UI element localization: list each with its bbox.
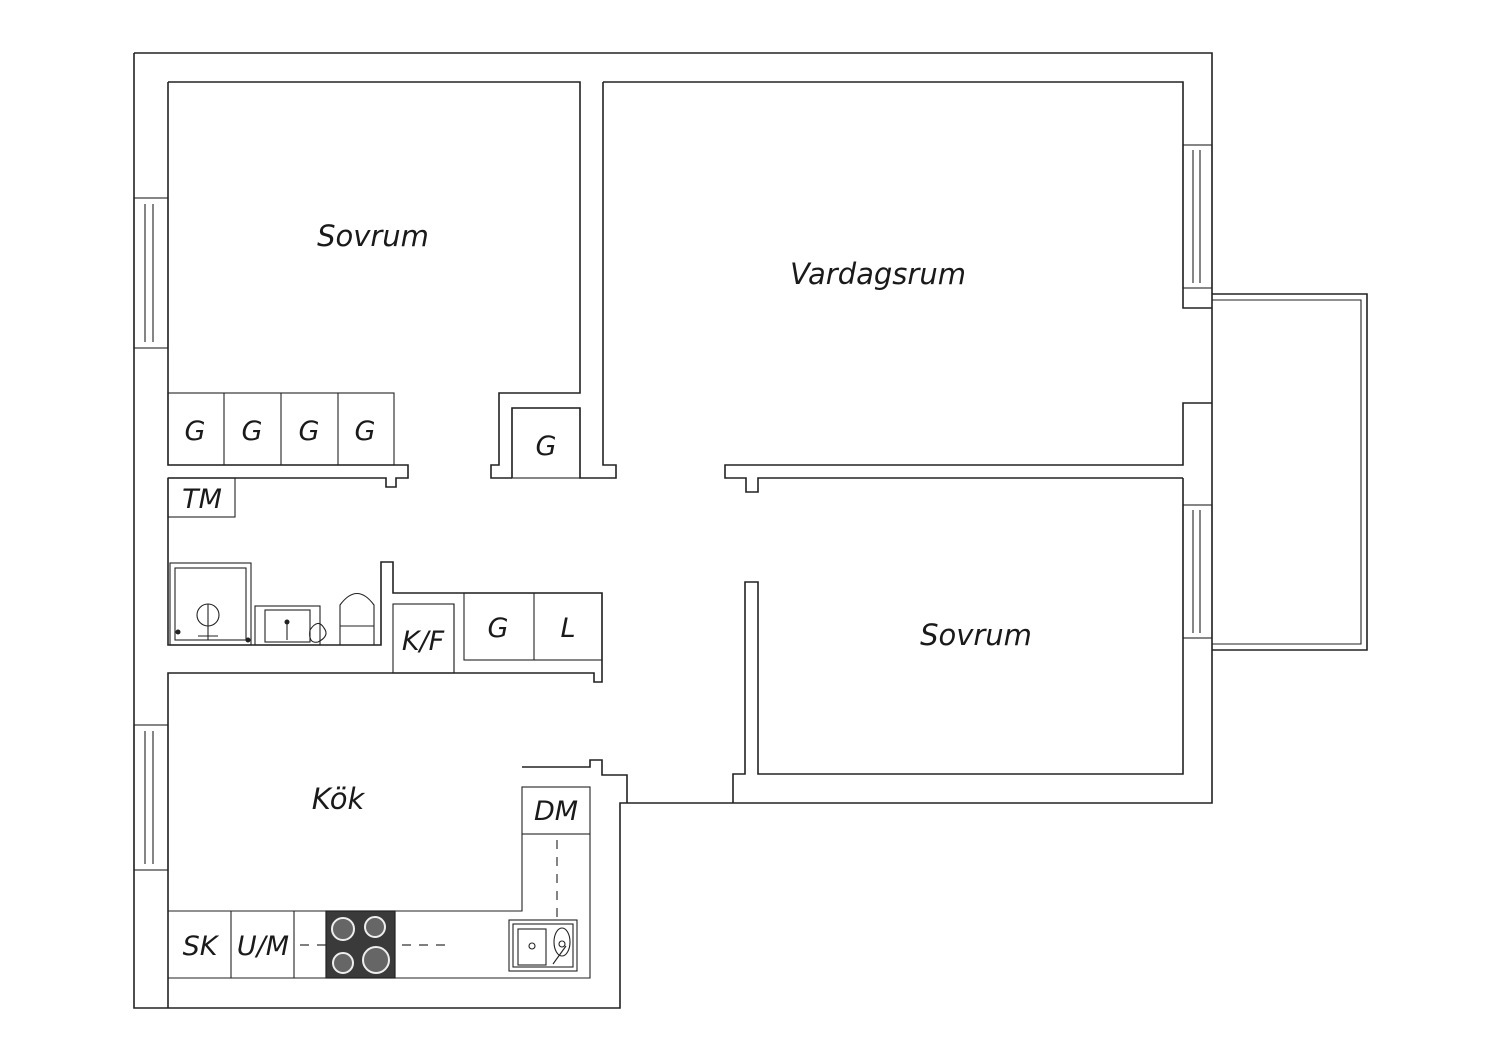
room-label-living-room: Vardagsrum (790, 257, 966, 291)
label-wardrobe-2: G (242, 416, 263, 447)
outer-walls (133, 52, 1213, 1009)
tm-box (167, 477, 236, 518)
closet-row (392, 592, 603, 674)
label-sk: SK (183, 931, 220, 962)
label-kf: K/F (402, 626, 445, 657)
label-tm: TM (182, 484, 222, 515)
room-label-bedroom-top: Sovrum (317, 219, 429, 253)
label-wardrobe-1: G (185, 416, 206, 447)
window-icon (133, 144, 1213, 871)
wardrobe-row (167, 392, 395, 466)
label-wardrobe-6: G (488, 613, 509, 644)
balcony (1212, 293, 1368, 651)
label-linen: L (560, 613, 575, 644)
toilet-icon (339, 592, 375, 646)
room-label-bedroom-right: Sovrum (920, 618, 1032, 652)
label-wardrobe-5: G (536, 431, 557, 462)
label-wardrobe-3: G (299, 416, 320, 447)
label-wardrobe-4: G (355, 416, 376, 447)
label-um: U/M (237, 931, 289, 962)
room-label-kitchen: Kök (312, 782, 366, 816)
label-dm: DM (534, 796, 578, 827)
sink-icon (508, 919, 578, 972)
stove-icon (325, 910, 396, 979)
shower-icon (169, 562, 252, 646)
washbasin-icon (254, 605, 327, 646)
wardrobe-g-hall (511, 407, 581, 479)
